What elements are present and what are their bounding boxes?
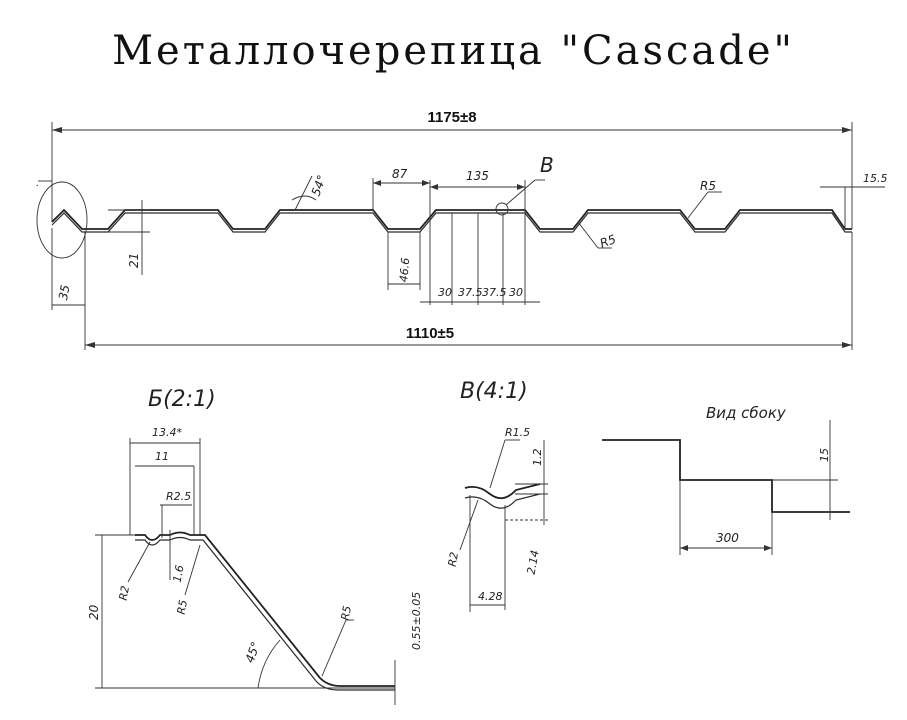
detail-v-radius-bottom-label: R2: [446, 551, 461, 568]
detail-b-top-width-label: 13.4*: [152, 426, 182, 439]
detail-b-angle-label: 45°: [243, 640, 263, 665]
segment-2-label: 37.5: [458, 286, 483, 299]
end-height-label: 15.5: [863, 172, 888, 185]
edge-offset-label: 35: [56, 284, 72, 301]
detail-b-height-label: 20: [87, 604, 101, 620]
trough-bottom-label: 46.6: [397, 257, 412, 283]
profile-outline: [51, 208, 852, 230]
side-view: Вид сбоку 15 300: [602, 404, 850, 555]
detail-v-label: В(4:1): [460, 379, 528, 404]
detail-v-height-label: 1.2: [531, 449, 544, 467]
trough-top-label: 87: [392, 167, 408, 181]
detail-circle-v: [495, 202, 509, 216]
angle-label: 54°: [309, 173, 329, 198]
detail-mark-label: В: [540, 153, 554, 177]
side-view-profile: [602, 439, 850, 513]
detail-b-label: Б(2:1): [148, 387, 216, 412]
side-view-label: Вид сбоку: [706, 404, 787, 422]
detail-b-radius-bottom-label: R5: [339, 605, 354, 622]
detail-b-radius-side-label: R5: [175, 599, 190, 616]
side-view-step-height-label: 15: [818, 448, 831, 462]
height-label: 21: [127, 253, 141, 268]
radius-bottom-label: R5: [598, 232, 618, 251]
detail-v-radius-top-label: R1.5: [505, 426, 530, 439]
detail-v-depth-label: 2.14: [525, 549, 542, 575]
detail-b-radius-left-label: R2: [117, 585, 132, 602]
detail-b-inner-width-label: 11: [155, 450, 169, 463]
main-profile-view: 1175±8 1110±5 35 . 21 54° 87: [36, 109, 888, 350]
segment-4-label: 30: [509, 286, 523, 299]
detail-b-thickness-label: 0.55±0.05: [410, 592, 423, 650]
segment-1-label: 30: [438, 286, 452, 299]
profile-outline-inner: [51, 212, 852, 233]
segment-3-label: 37.5: [482, 286, 507, 299]
detail-b-view: Б(2:1) 20 13.4* 11 R2.5 R2 1.6 R5: [87, 387, 423, 705]
page-title: Металлочерепица "Cascade": [112, 28, 795, 74]
svg-text:.: .: [36, 178, 39, 189]
side-view-step-length-label: 300: [716, 531, 739, 545]
overall-width-label: 1175±8: [427, 109, 476, 126]
detail-v-view: В(4:1) R1.5 1.2 R2 2.14 4.28: [446, 379, 548, 612]
pitch-label: 135: [466, 169, 489, 183]
radius-top-label: R5: [700, 179, 716, 193]
detail-v-width-label: 4.28: [478, 590, 503, 603]
detail-v-profile: [464, 483, 541, 500]
detail-b-profile: [135, 531, 395, 687]
detail-b-groove-depth-label: 1.6: [171, 564, 187, 583]
useful-width-label: 1110±5: [406, 325, 454, 342]
detail-circle-b: [36, 181, 88, 259]
detail-b-radius-small-label: R2.5: [166, 490, 191, 503]
